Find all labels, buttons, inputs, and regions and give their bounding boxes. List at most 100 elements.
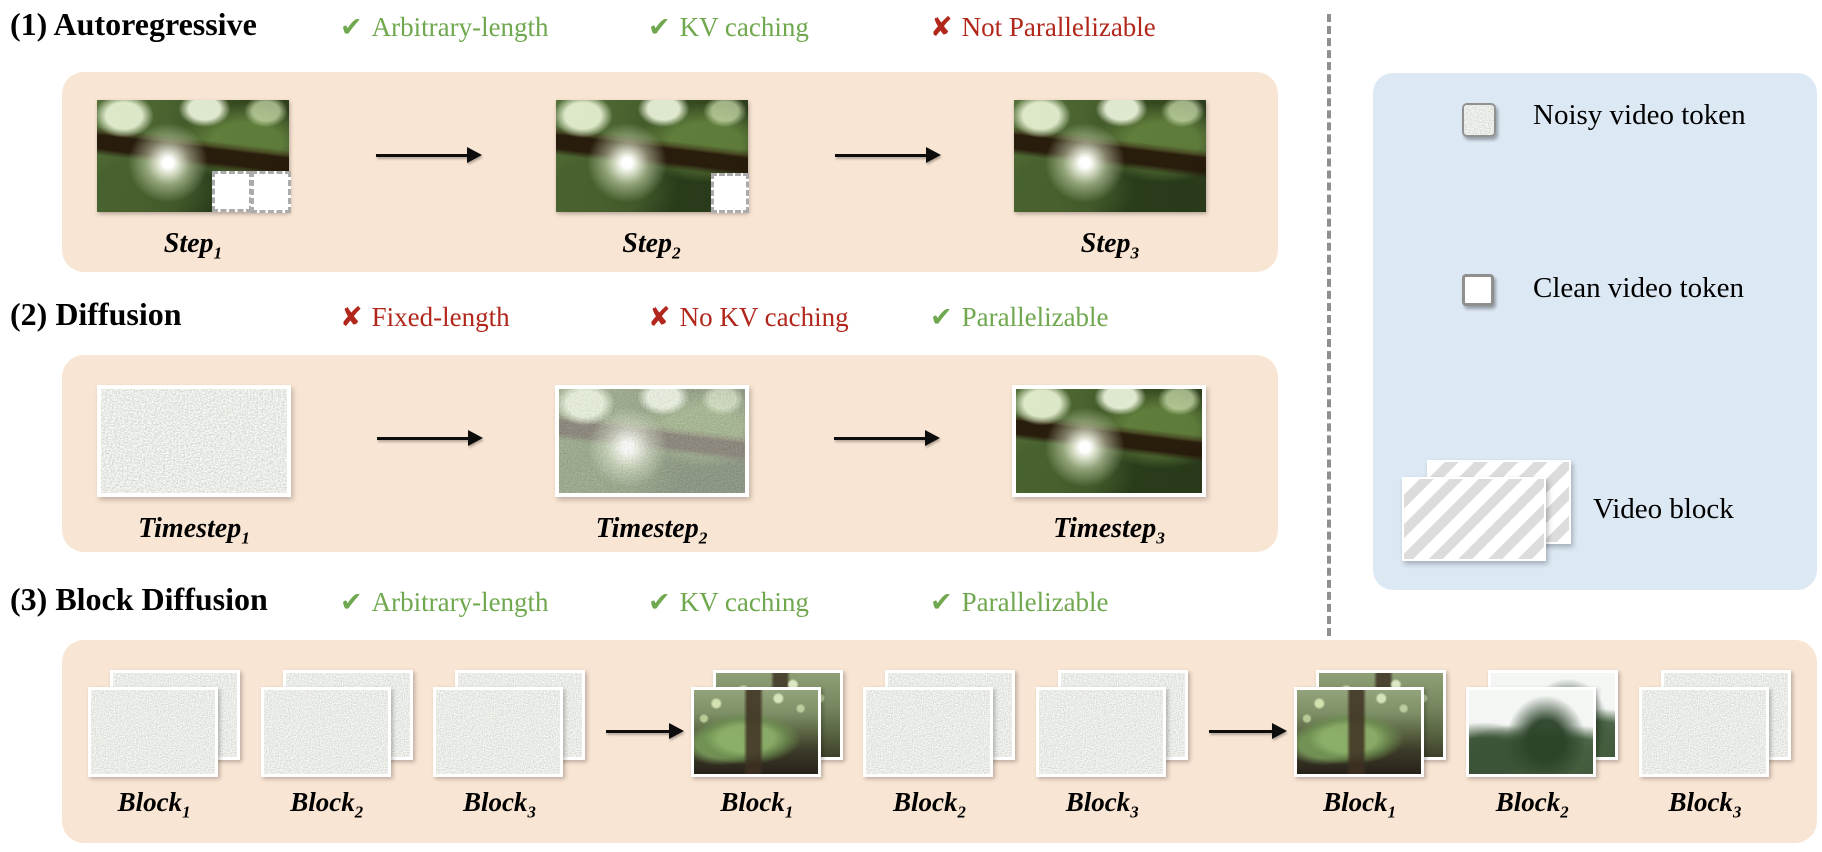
badge-label: No KV caching	[679, 302, 849, 332]
check-icon: ✔	[340, 587, 363, 618]
noisy-video-frame	[1638, 687, 1769, 777]
block-label: Block1	[720, 787, 794, 822]
arrow-icon	[1208, 723, 1287, 739]
forest-photo	[1016, 389, 1202, 493]
badge-arbitrary-length: ✔ Arbitrary-length	[340, 12, 549, 43]
cross-icon: ✘	[930, 12, 953, 43]
arrow-icon	[834, 430, 941, 446]
block-stack: Block1	[1293, 670, 1446, 822]
block-label: Block3	[1668, 787, 1742, 822]
noisy-video-frame	[260, 687, 391, 777]
cross-icon: ✘	[340, 302, 363, 333]
clean-token-swatch	[1462, 274, 1494, 306]
noise-texture	[1464, 105, 1494, 135]
badge-kv-caching: ✔ KV caching	[648, 12, 809, 43]
legend-label-clean: Clean video token	[1533, 272, 1745, 304]
empty-token-box	[710, 173, 749, 213]
forest-video-frame	[555, 100, 749, 213]
badge-parallelizable: ✔ Parallelizable	[930, 587, 1109, 618]
block-label: Block2	[1495, 787, 1569, 822]
clean-video-frame	[690, 687, 821, 777]
legend-label-video-block: Video block	[1593, 493, 1734, 525]
badge-parallelizable: ✔ Parallelizable	[930, 302, 1109, 333]
arrow-icon	[376, 147, 483, 163]
step-label: Step1	[163, 228, 223, 263]
block-label: Block1	[117, 787, 191, 822]
badge-label: KV caching	[679, 12, 809, 42]
check-icon: ✔	[340, 12, 363, 43]
block-stack: Block2	[260, 670, 413, 822]
check-icon: ✔	[930, 302, 953, 333]
foggy-forest-photo	[1469, 690, 1594, 774]
section-title-diffusion: (2) Diffusion	[10, 296, 182, 332]
badge-label: Arbitrary-length	[371, 12, 549, 42]
step3-figure: Step3	[1014, 100, 1206, 263]
arrow-icon	[376, 430, 483, 446]
step-label: Step2	[622, 228, 681, 263]
noisy-video-frame	[863, 687, 994, 777]
block-label: Block2	[290, 787, 364, 822]
noisy-video-frame	[88, 687, 218, 777]
noisy-token-swatch	[1462, 103, 1496, 137]
dashed-separator	[1327, 14, 1331, 636]
noise-texture-overlay	[558, 389, 745, 493]
badge-no-kv-caching: ✘ No KV caching	[648, 302, 849, 333]
clean-video-frame	[1466, 687, 1597, 777]
check-icon: ✔	[930, 587, 953, 618]
badge-kv-caching: ✔ KV caching	[648, 587, 809, 618]
step2-figure: Step2	[555, 100, 749, 263]
block-stack: Block3	[433, 670, 586, 822]
block-label: Block1	[1323, 787, 1396, 822]
fern-photo	[1296, 690, 1421, 774]
badge-not-parallelizable: ✘ Not Parallelizable	[930, 12, 1156, 43]
check-icon: ✔	[648, 587, 671, 618]
diffusion-panel: Timestep1 Timestep2 Timestep3	[62, 355, 1278, 552]
badge-label: KV caching	[679, 587, 809, 617]
block-label: Block3	[462, 787, 536, 822]
section-title-autoregressive: (1) Autoregressive	[10, 6, 257, 42]
badge-label: Parallelizable	[961, 302, 1109, 332]
badge-label: Arbitrary-length	[371, 587, 549, 617]
forest-photo	[1014, 100, 1206, 212]
timestep-label: Timestep1	[138, 513, 250, 548]
step1-figure: Step1	[97, 100, 291, 263]
empty-token-box	[212, 171, 252, 212]
cross-icon: ✘	[648, 302, 671, 333]
timestep1-figure: Timestep1	[97, 385, 291, 548]
clean-video-frame	[1293, 687, 1424, 777]
block-stack: Block1	[88, 670, 240, 822]
block-stack: Block2	[863, 670, 1016, 822]
timestep2-figure: Timestep2	[554, 385, 749, 548]
video-block-swatch-front	[1402, 477, 1546, 561]
timestep-label: Timestep2	[595, 513, 708, 548]
timestep3-figure: Timestep3	[1012, 385, 1206, 548]
block-stack: Block1	[690, 670, 843, 822]
fern-photo	[693, 690, 818, 774]
block-label: Block2	[893, 787, 966, 822]
badge-label: Fixed-length	[371, 302, 510, 332]
check-icon: ✔	[648, 12, 671, 43]
legend-panel: Noisy video token Clean video token Vide…	[1373, 73, 1817, 590]
block-label: Block3	[1065, 787, 1139, 822]
legend-label-noisy: Noisy video token	[1533, 99, 1746, 131]
empty-token-box	[251, 171, 291, 213]
forest-video-frame	[97, 100, 291, 213]
forest-video-frame	[1014, 100, 1206, 212]
badge-arbitrary-length: ✔ Arbitrary-length	[340, 587, 549, 618]
badge-label: Not Parallelizable	[961, 12, 1156, 42]
badge-fixed-length: ✘ Fixed-length	[340, 302, 510, 333]
block-diffusion-panel: Block1 Block2 Block3 Block1 Block2	[62, 640, 1817, 843]
arrow-icon	[606, 723, 685, 739]
arrow-icon	[834, 147, 941, 163]
block-stack: Block2	[1466, 670, 1619, 822]
noisy-video-frame	[433, 687, 564, 777]
partially-denoised-video-frame	[554, 385, 749, 497]
step-label: Step3	[1080, 228, 1140, 263]
block-stack: Block3	[1638, 670, 1791, 822]
noise-texture	[101, 389, 287, 493]
noisy-video-frame	[97, 385, 291, 497]
forest-video-frame	[1012, 385, 1206, 497]
timestep-label: Timestep3	[1053, 513, 1165, 548]
noisy-video-frame	[1036, 687, 1167, 777]
